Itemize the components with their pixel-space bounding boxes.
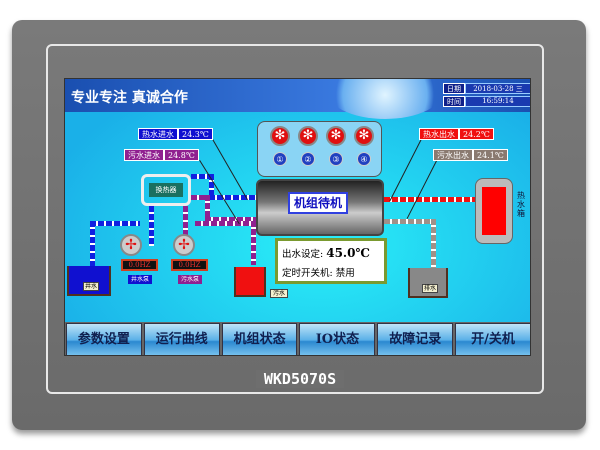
well-pump-freq: 0.0HZ — [121, 259, 158, 271]
chiller-unit: 机组待机 — [256, 179, 384, 236]
compressor-2[interactable]: ✻② — [298, 126, 318, 166]
pipe — [149, 206, 154, 246]
params-button[interactable]: 参数设置 — [66, 323, 142, 355]
model-label: WKD5070S — [0, 370, 600, 388]
compressor-4[interactable]: ✻④ — [354, 126, 374, 166]
pipe — [209, 195, 257, 200]
waste-pump-label: 污水泵 — [178, 275, 202, 284]
waste-water-tank — [234, 267, 266, 297]
waste-pump-freq: 0.0HZ — [171, 259, 208, 271]
pipe — [195, 221, 255, 226]
fan-icon: ✻ — [270, 126, 290, 146]
io-status-button[interactable]: IO状态 — [299, 323, 376, 355]
waste-pump-icon[interactable]: ✢ — [173, 234, 195, 256]
pipe — [205, 217, 257, 222]
power-button[interactable]: 开/关机 — [455, 323, 530, 355]
unit-status-button[interactable]: 机组状态 — [221, 323, 298, 355]
pipe — [191, 195, 209, 200]
pipe — [384, 197, 476, 202]
fan-icon: ✻ — [326, 126, 346, 146]
well-pump-label: 井水泵 — [128, 275, 152, 284]
fault-log-button[interactable]: 故障记录 — [377, 323, 454, 355]
bezel-frame — [46, 44, 544, 394]
pipe — [431, 219, 436, 285]
globe-image — [325, 79, 445, 119]
compressor-3[interactable]: ✻③ — [326, 126, 346, 166]
pipe — [191, 174, 213, 179]
pipe — [90, 221, 140, 226]
leader-line — [406, 160, 437, 219]
pipe — [209, 174, 214, 198]
hot-water-tank — [475, 178, 513, 244]
slogan: 专业专注 真诚合作 — [71, 90, 188, 106]
pipe — [90, 221, 95, 267]
heat-exchanger: 换热器 — [141, 174, 191, 206]
well-water-tank: 井水 — [67, 266, 111, 296]
compressor-panel: ✻① ✻② ✻③ ✻④ — [257, 121, 382, 177]
drain-tank: 排水 — [408, 268, 448, 298]
unit-status: 机组待机 — [288, 192, 348, 214]
setpoint-panel[interactable]: 出水设定: 45.0℃ 定时开关机: 禁用 — [275, 238, 387, 284]
waste-tank-label: 污水 — [270, 289, 288, 298]
pipe — [384, 219, 434, 224]
trend-button[interactable]: 运行曲线 — [143, 323, 220, 355]
pipe — [205, 195, 210, 221]
leader-line — [389, 138, 422, 202]
well-pump-icon[interactable]: ✢ — [120, 234, 142, 256]
hot-water-tank-label: 热水箱 — [517, 191, 525, 218]
pipe — [183, 206, 188, 246]
nav-button-bar: 参数设置 运行曲线 机组状态 IO状态 故障记录 开/关机 — [65, 322, 530, 355]
pipe — [251, 221, 256, 265]
fan-icon: ✻ — [354, 126, 374, 146]
compressor-1[interactable]: ✻① — [270, 126, 290, 166]
fan-icon: ✻ — [298, 126, 318, 146]
